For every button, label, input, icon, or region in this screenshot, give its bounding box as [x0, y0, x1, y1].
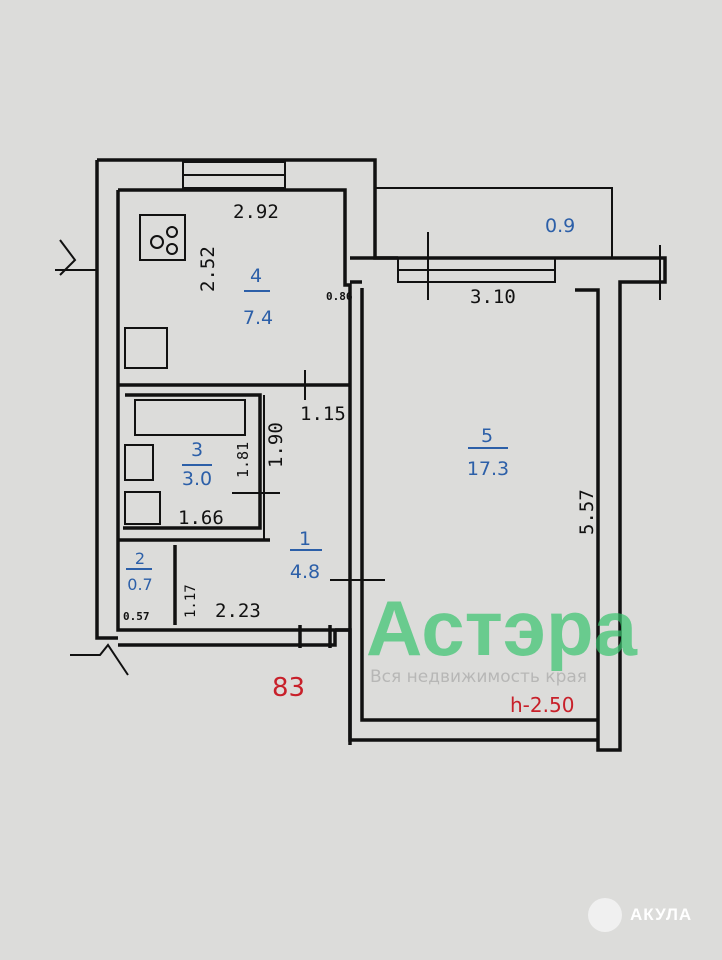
break-lines — [55, 239, 661, 676]
room-area: 3.0 — [182, 468, 212, 490]
dim-kitchen-door: 0.86 — [326, 290, 353, 303]
kitchen-sink — [124, 327, 168, 369]
room-number: 2 — [135, 549, 145, 568]
room-2-label: 2 0.7 — [126, 549, 153, 594]
outer-wall — [95, 158, 377, 640]
dim-bath-width: 1.66 — [178, 507, 224, 529]
dim-toilet-depth: 1.17 — [183, 584, 199, 618]
room-number: 5 — [481, 425, 493, 447]
room-area: 0.7 — [127, 575, 152, 594]
sink — [124, 444, 154, 481]
room-5-label: 5 17.3 — [467, 425, 509, 480]
room-1-label: 1 4.8 — [290, 528, 322, 583]
dim-corridor-width: 2.23 — [215, 600, 261, 622]
inner-walls — [118, 383, 350, 625]
entrance-wall — [118, 625, 352, 745]
room-area: 17.3 — [467, 458, 509, 480]
shark-logo-icon — [588, 898, 622, 932]
dim-hall-depth: 1.90 — [265, 422, 287, 468]
room-area: 4.8 — [290, 561, 320, 583]
stove — [139, 214, 186, 261]
dim-kitchen-depth: 2.52 — [197, 246, 219, 292]
watermark-tagline: Вся недвижимость края — [370, 667, 587, 687]
logo-text: АКУЛА — [630, 905, 693, 924]
dim-bath-depth: 1.81 — [234, 442, 252, 478]
washer — [124, 491, 161, 525]
ceiling-height: h-2.50 — [510, 693, 574, 717]
dim-room-depth: 5.57 — [576, 489, 598, 535]
room-number: 1 — [299, 528, 311, 550]
dim-room-width: 3.10 — [470, 286, 516, 308]
dim-toilet-width: 0.57 — [123, 610, 150, 623]
balcony-area: 0.9 — [545, 215, 575, 237]
room-number: 3 — [191, 439, 203, 461]
room-number: 4 — [250, 265, 262, 287]
dim-hall-width: 1.15 — [300, 403, 346, 425]
akula-logo: АКУЛА — [588, 898, 692, 932]
bathtub — [134, 399, 246, 436]
room-4-label: 4 7.4 — [243, 265, 273, 329]
watermark-brand: Астэра — [366, 584, 638, 672]
dim-kitchen-width: 2.92 — [233, 201, 279, 223]
room-3-label: 3 3.0 — [182, 439, 212, 490]
apartment-number: 83 — [272, 673, 305, 703]
room-area: 7.4 — [243, 307, 273, 329]
balcony — [375, 187, 613, 258]
